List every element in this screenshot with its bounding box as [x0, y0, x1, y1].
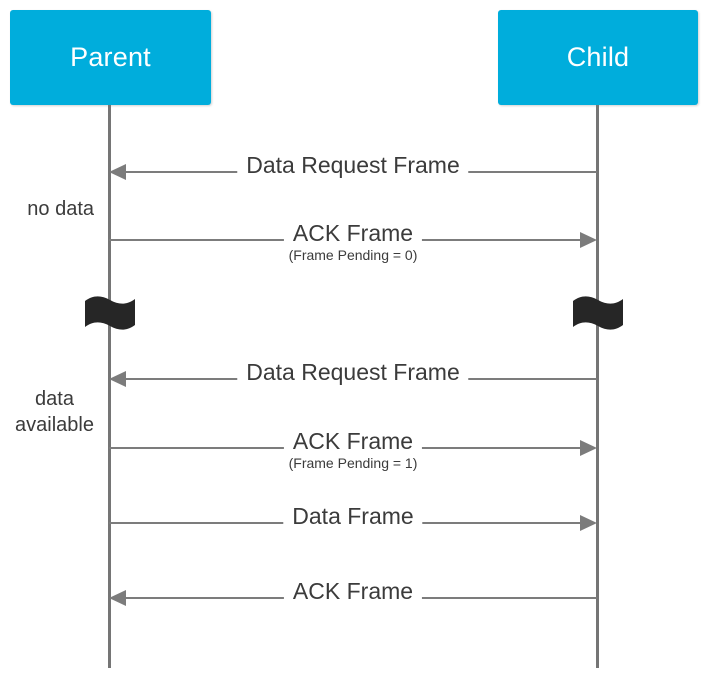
message-label-3: Data Request Frame [237, 360, 469, 384]
message-sublabel-2: (Frame Pending = 0) [288, 247, 418, 263]
arrowhead-left-icon [109, 371, 126, 387]
arrowhead-right-icon [580, 440, 597, 456]
participant-box-parent[interactable]: Parent [10, 10, 211, 105]
participant-label-parent: Parent [70, 42, 151, 72]
break-symbol-icon-child [572, 294, 624, 332]
arrowhead-right-icon [580, 515, 597, 531]
lifeline-child [596, 105, 599, 668]
annotation-no-data: no data [27, 198, 94, 220]
arrowhead-left-icon [109, 590, 126, 606]
break-symbol-icon-parent [84, 294, 136, 332]
message-label-5: Data Frame [283, 504, 423, 528]
message-label-6: ACK Frame [283, 579, 423, 603]
arrowhead-right-icon [580, 232, 597, 248]
annotation-data-available: data available [15, 388, 94, 436]
participant-label-child: Child [566, 42, 630, 72]
arrowhead-left-icon [109, 164, 126, 180]
message-label-4: ACK Frame [283, 429, 423, 453]
message-label-1: Data Request Frame [237, 153, 469, 177]
message-label-2: ACK Frame [283, 221, 423, 245]
message-sublabel-4: (Frame Pending = 1) [288, 455, 418, 471]
participant-box-child[interactable]: Child [498, 10, 698, 105]
